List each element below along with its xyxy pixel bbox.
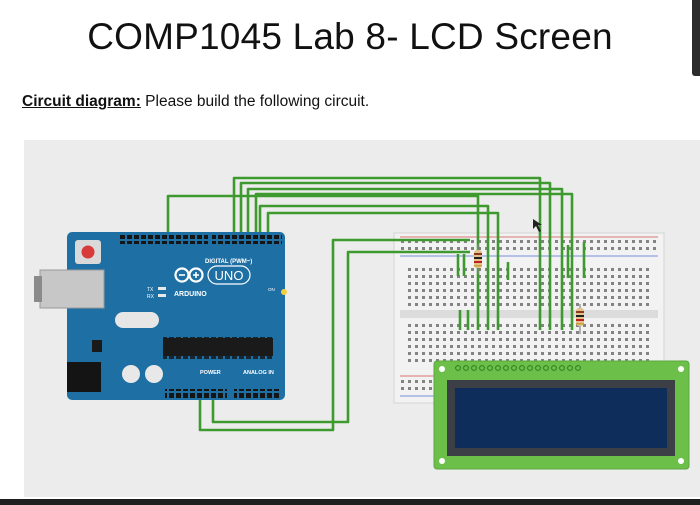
on-label: ON [268, 287, 275, 292]
jumper-wires [166, 176, 586, 432]
section-heading-label: Circuit diagram: [22, 93, 141, 110]
wire [239, 181, 552, 330]
terminal-strip-top [405, 264, 653, 306]
lcd-module [433, 360, 690, 470]
uno-label: UNO [215, 268, 244, 283]
rx-label: RX [147, 294, 155, 300]
digital-label: DIGITAL (PWM~) [205, 259, 252, 265]
cursor-icon [533, 219, 542, 232]
power-label: POWER [200, 370, 221, 376]
window-edge [692, 0, 700, 76]
arduino-logo-icon [174, 267, 204, 283]
mount-hole [678, 366, 684, 372]
wire [258, 204, 490, 330]
capacitor [122, 365, 140, 383]
wire [254, 192, 574, 330]
brand-label: ARDUINO [174, 291, 207, 298]
crystal [115, 312, 159, 328]
lcd-screen [455, 388, 667, 448]
usb-connector [39, 269, 105, 309]
power-rail-top [400, 238, 658, 254]
window-bottom-edge [0, 499, 700, 505]
section-heading-text: Please build the following circuit. [140, 93, 370, 110]
tx-label: TX [147, 287, 154, 293]
microcontroller-chip [163, 338, 273, 356]
analog-label: ANALOG IN [243, 370, 274, 376]
arduino-board: DIGITAL (PWM~) UNO ARDUINO TX RX ON POWE… [34, 232, 287, 400]
wire [232, 176, 542, 330]
wire [198, 238, 470, 432]
power-header [165, 389, 227, 398]
mount-hole [439, 366, 445, 372]
lcd-pins [455, 365, 581, 371]
power-jack [67, 362, 101, 392]
analog-header [234, 389, 280, 398]
capacitor [145, 365, 163, 383]
resistor [576, 304, 584, 334]
uno-badge [207, 265, 251, 285]
page-title: COMP1045 Lab 8- LCD Screen [87, 16, 613, 57]
wire [211, 250, 470, 424]
resistor [474, 244, 482, 274]
wire [266, 211, 500, 330]
mount-hole [678, 458, 684, 464]
center-channel [400, 310, 658, 318]
digital-header [120, 235, 208, 244]
mount-hole [439, 458, 445, 464]
terminal-strip-bottom [405, 322, 653, 364]
on-led [281, 289, 287, 295]
section-heading: Circuit diagram: Please build the follow… [22, 93, 369, 111]
wire [246, 187, 564, 330]
digital-header [212, 235, 282, 244]
